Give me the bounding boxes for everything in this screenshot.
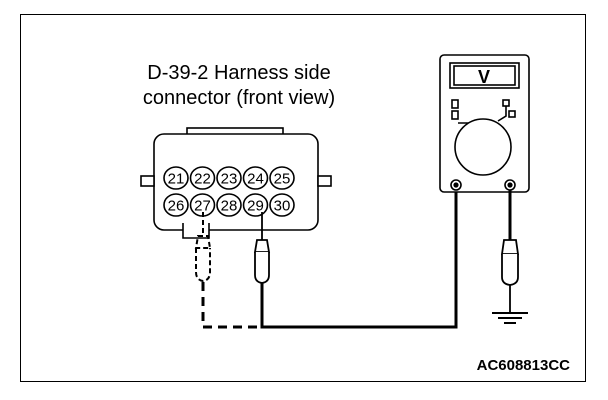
title-line-1: D-39-2 Harness side [147,62,331,84]
voltmeter-icon [439,54,530,193]
pin-number: 24 [247,171,264,188]
connector-pin [216,166,242,190]
ground-symbol-icon [492,312,528,324]
probe-pin-29 [253,212,271,284]
lead-dashed [201,282,262,329]
connector-pin [242,193,269,217]
pin-number: 21 [168,171,185,188]
figure-code: AC608813CC [476,357,570,374]
connector-pin [189,166,216,190]
pin-number: 25 [274,171,291,188]
pin-number: 23 [221,171,238,188]
connector-pin [163,193,189,217]
ground-probe [500,239,520,312]
connector-pin [269,166,295,190]
pin-number: 29 [247,198,264,215]
diagram-frame [20,14,586,382]
connector-title: D-39-2 Harness side connector (front vie… [108,61,370,111]
connector-pin [242,166,269,190]
connector-pin [216,193,242,217]
connector-pin [269,193,295,217]
pin-number: 27 [194,198,211,215]
title-line-2: connector (front view) [142,87,336,109]
connector-pin [163,166,189,190]
lead-solid [260,186,458,329]
pin-number: 26 [168,198,185,215]
pin-number: 28 [221,198,238,215]
pin-row-top: 21 22 23 24 25 [163,166,295,190]
pin-number: 22 [194,171,211,188]
pin-row-bottom: 26 27 28 29 30 [163,193,295,217]
pin-number: 30 [274,198,291,215]
meter-symbol: V [478,67,490,87]
probe-pin-27 [194,212,212,283]
